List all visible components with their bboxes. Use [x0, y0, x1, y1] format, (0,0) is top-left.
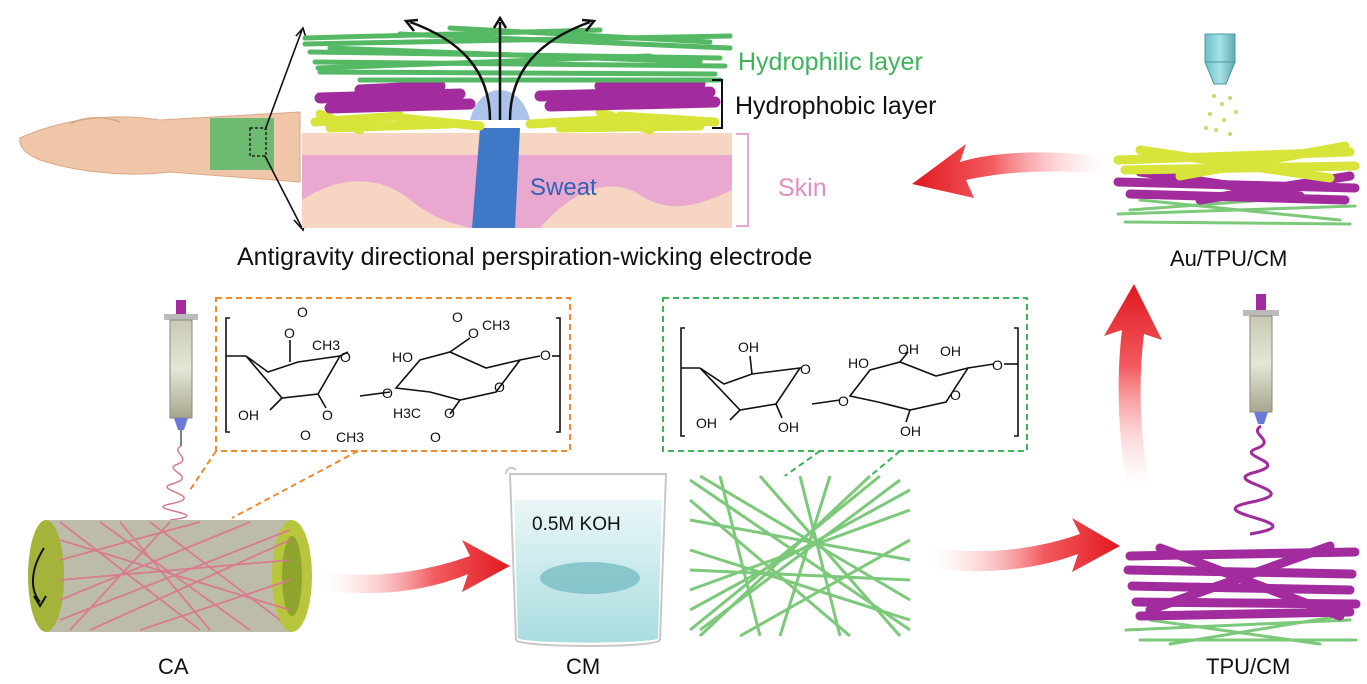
ca-ring-o-1: O [340, 349, 351, 365]
tpu-cm-label: TPU/CM [1206, 654, 1290, 679]
ca-structure [225, 317, 561, 433]
cm-ho-1: HO [848, 355, 869, 371]
ca-acetyl-bot-1: CH3 [336, 429, 364, 445]
arrow-ca-to-koh [322, 540, 510, 594]
ca-o-bridge: O [382, 385, 393, 401]
cm-fiber-mat [689, 474, 911, 638]
wicking-arrows [403, 15, 597, 121]
cm-structure-labels: OH O OH OH O HO OH O OH O OH [696, 339, 1003, 439]
hydrophilic-label: Hydrophilic layer [738, 48, 923, 76]
hydrophobic-label: Hydrophobic layer [735, 92, 937, 120]
ca-ring-o-2: O [494, 379, 505, 395]
cm-oh-1: OH [738, 339, 759, 355]
tpu-cm-fibers [1123, 541, 1361, 646]
hydrophilic-fiber-layer [302, 25, 733, 83]
ca-acetyl-top-2: CH3 [482, 317, 510, 333]
ca-oh-left: OH [238, 407, 259, 423]
cm-o-bridge: O [838, 393, 849, 409]
ca-structure-box [215, 297, 571, 452]
cm-oh-3: OH [778, 419, 799, 435]
cm-ring-o-1: O [800, 361, 811, 377]
arrow-tpu-to-au [1104, 284, 1162, 490]
ca-carbonyl-o-4: O [430, 429, 441, 445]
ca-carbonyl-o-1: O [297, 304, 308, 320]
cm-oh-4: OH [940, 343, 961, 359]
ca-acetyl-top-1: CH3 [312, 337, 340, 353]
ca-syringe [164, 300, 198, 446]
ca-ester-o-4: O [444, 405, 455, 421]
ca-collector-drum [28, 520, 312, 632]
ca-label: CA [158, 654, 189, 679]
ca-carbonyl-o-3: O [452, 309, 463, 325]
ca-ester-o-1: O [284, 325, 295, 341]
arrow-to-electrode [912, 144, 1110, 198]
ca-jet [162, 445, 188, 521]
hydrophobic-fiber-layer [314, 78, 721, 114]
au-particles [1204, 94, 1238, 136]
cm-oh-6: OH [898, 341, 919, 357]
ca-ho-mid: HO [392, 349, 413, 365]
arrow-cm-to-tpu [930, 518, 1120, 572]
au-tpu-cm-fibers [1113, 141, 1360, 226]
ca-acetyl-bot-2: H3C [393, 405, 421, 421]
layer-brackets [712, 79, 749, 227]
tpu-jet [1233, 424, 1275, 536]
ca-structure-labels: O O CH3 O OH O O CH3 O HO O O CH3 O O H3… [238, 304, 551, 445]
yellow-fiber-layer [310, 107, 720, 135]
rotation-arrow-head [33, 595, 47, 608]
cm-label: CM [566, 654, 600, 679]
koh-label: 0.5M KOH [532, 514, 621, 535]
cm-structure [680, 327, 1019, 437]
skin-cross-section [302, 90, 732, 228]
au-sputter-nozzle [1204, 33, 1236, 85]
koh-beaker [505, 466, 668, 647]
zoom-lines [264, 26, 307, 232]
rotation-arrow [32, 547, 45, 603]
arm-illustration [19, 111, 301, 183]
ca-ester-o-3: O [468, 325, 479, 341]
ca-o-end: O [540, 347, 551, 363]
cm-ring-o-2: O [950, 387, 961, 403]
ca-carbonyl-o-2: O [300, 427, 311, 443]
skin-label: Skin [778, 174, 827, 202]
cm-structure-box [662, 297, 1028, 452]
au-tpu-cm-label: Au/TPU/CM [1170, 246, 1287, 271]
ca-ester-o-2: O [322, 407, 333, 423]
cm-oh-5: OH [900, 423, 921, 439]
sweat-label: Sweat [530, 174, 597, 201]
tpu-syringe [1243, 294, 1279, 424]
electrode-caption: Antigravity directional perspiration-wic… [237, 243, 812, 271]
cm-oh-2: OH [696, 415, 717, 431]
cm-o-end: O [992, 357, 1003, 373]
